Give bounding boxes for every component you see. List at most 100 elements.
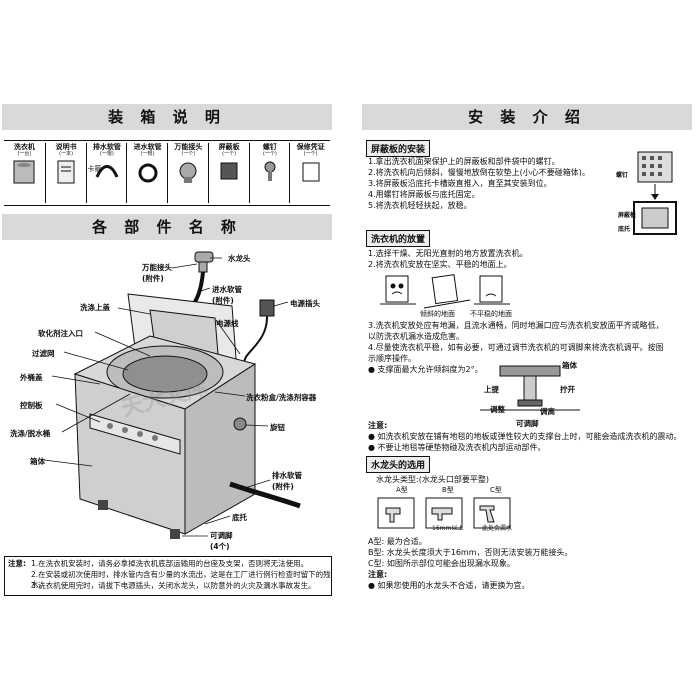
note-line: 1.在洗衣机安装时，请务必拿掉洗衣机底部运输用的台座及支架，否则将无法使用。 (31, 559, 309, 568)
packing-item: 万能接头(一个) (167, 143, 209, 203)
faucet-types-figure (377, 497, 511, 529)
faucet-type-line: 水龙头类型:(水龙头口部要平整) (376, 475, 489, 484)
note-head: 注意: (368, 570, 388, 579)
faucet-c-note: 此处会漏水 (482, 525, 513, 532)
label-softener-inlet: 软化剂注入口 (38, 329, 83, 338)
faucet-section-head: 水龙头的选用 (366, 456, 431, 473)
washing-machine-diagram (43, 251, 301, 539)
inlet-hose-icon (134, 163, 162, 191)
packing-item: 螺钉(一个) (248, 143, 291, 203)
foot-label-adjust2: 调高 (540, 407, 555, 416)
label-base: 底托 (232, 513, 247, 522)
step: 3.洗衣机安放处应有地漏，且流水通畅，同时地漏口应与洗衣机安放面平齐或略低， (368, 321, 664, 330)
packing-item: 排水软管(一根) (85, 143, 128, 203)
caption-sloped: 倾斜的地面 (420, 310, 455, 318)
step: 1.拿出洗衣机面架保护上的屏蔽板和部件袋中的螺钉。 (368, 157, 560, 166)
packing-item: 屏蔽板(一个) (207, 143, 250, 203)
packing-item-name: 保修凭证 (296, 143, 325, 151)
step: 2.将洗衣机安放在坚实、平稳的地面上。 (368, 260, 512, 269)
step: 1.选择干燥、无阳光直射的地方放置洗衣机。 (368, 249, 528, 258)
packing-title: 装 箱 说 明 (2, 104, 332, 130)
shield-plate-icon (215, 162, 243, 191)
step: 2.将洗衣机向后倾斜，慢慢地放倒在软垫上(小心不要碰箱体)。 (368, 168, 590, 177)
label-inner-tub: 洗涤/脱水桶 (10, 429, 51, 438)
placement-notes: 注意: ● 如洗衣机安放在铺有地毯的地板或弹性较大的支撑台上时，可能会造成洗衣机… (368, 420, 694, 453)
note-head: 注意: (368, 421, 388, 430)
packing-item-count: (一个) (303, 151, 318, 157)
shield-steps: 1.拿出洗衣机面架保护上的屏蔽板和部件袋中的螺钉。 2.将洗衣机向后倾斜，慢慢地… (368, 156, 630, 211)
universal-joint-icon (174, 162, 202, 191)
note: ● 如果您使用的水龙头不合适，请更换为宜。 (368, 581, 530, 590)
step: 4.用螺钉将屏蔽板与底托固定。 (368, 190, 480, 199)
drain-hose-icon (93, 165, 121, 191)
foot-label-foot: 可调脚 (516, 419, 539, 428)
packing-item-count: (一根) (99, 151, 114, 157)
packing-item-count: (一个) (262, 151, 277, 157)
packing-item-name: 进水软管 (133, 143, 162, 151)
caption-uneven: 不平稳的地面 (470, 310, 512, 318)
notes-box: 注意: 1.在洗衣机安装时，请务必拿掉洗衣机底部运输用的台座及支架，否则将无法使… (4, 556, 332, 596)
desc: C型: 如图所示部位可能会出现漏水现象。 (368, 559, 515, 568)
placement-section-head: 洗衣机的放置 (366, 230, 431, 247)
adjustable-foot-figure (480, 365, 580, 411)
packing-item-name: 万能接头 (174, 143, 203, 151)
foot-label-adjust1: 调整 (490, 405, 505, 414)
step: 4.尽量使洗衣机平稳，如有必要，可通过调节洗衣机的可调脚来将洗衣机调平。按图 (368, 343, 664, 352)
label-inlet-hose: 进水软管(附件) (212, 285, 242, 305)
shield-section-head: 屏蔽板的安装 (366, 140, 431, 157)
foot-label-up: 上提 (484, 385, 499, 394)
packing-item-name: 屏蔽板 (218, 143, 240, 151)
faucet-icon (194, 251, 214, 273)
label-lid: 洗涤上盖 (80, 303, 110, 312)
label-foot: 可调脚(4个) (210, 531, 233, 551)
note: ● 不要让地毯等硬垫物碰及洗衣机内部运动部件。 (368, 443, 546, 452)
placement-steps: 1.选择干燥、无阳光直射的地方放置洗衣机。 2.将洗衣机安放在坚实、平稳的地面上… (368, 248, 688, 270)
install-title: 安 装 介 绍 (362, 104, 692, 130)
packing-item-count: (一个) (181, 151, 196, 157)
faucet-type-a: A型 (396, 486, 408, 494)
packing-item-count: (一个) (222, 151, 237, 157)
label-drain-hose: 排水软管(附件) (272, 471, 302, 491)
foot-label-tighten: 拧开 (560, 385, 575, 394)
step: ● 支撑面最大允许倾斜度为2°。 (368, 365, 483, 374)
label-outer-tub: 外桶盖 (20, 373, 43, 382)
packing-item-name: 说明书 (55, 143, 77, 151)
washer-icon (10, 160, 38, 191)
packing-item-count: (一台) (17, 151, 32, 157)
note-line: 2.在安装或初次使用时，排水管内含有少量的水流出，这是在工厂进行例行检查时留下的… (31, 570, 331, 589)
packing-item-name: 洗衣机 (13, 143, 35, 151)
parts-title: 各 部 件 名 称 (2, 214, 332, 240)
fig-label-screw: 螺钉 (616, 172, 629, 179)
desc: B型: 水龙头长度须大于16mm，否则无法安装万能接头。 (368, 548, 573, 557)
packing-item-name: 螺钉 (262, 143, 277, 151)
manual-icon (52, 160, 80, 191)
faucet-dim: 16mm以上 (432, 525, 464, 532)
fig-label-base: 底托 (618, 226, 631, 233)
label-universal-joint: 万能接头(附件) (142, 263, 172, 283)
label-softener-box: 洗衣粉盒/洗涤剂容器 (246, 393, 317, 402)
hose-clamp-note: 卡箍 (87, 165, 102, 173)
packing-item: 进水软管(一根) (126, 143, 168, 203)
placement-figures (380, 274, 510, 309)
step: 3.将屏蔽板沿底托卡槽嵌直推入，直至其安装到位。 (368, 179, 552, 188)
packing-item: 保修凭证(一个) (289, 143, 331, 203)
faucet-type-b: B型 (442, 486, 454, 494)
fig-label-shield: 屏蔽板 (618, 212, 637, 219)
packing-item: 洗衣机(一台) (4, 143, 45, 203)
placement-steps-2: 3.洗衣机安放处应有地漏，且流水通畅，同时地漏口应与洗衣机安放面平齐或略低， 以… (368, 320, 694, 375)
packing-item-count: (一根) (140, 151, 155, 157)
label-control-panel: 控制板 (20, 401, 43, 410)
label-plug: 电源插头 (290, 299, 320, 308)
label-knob: 旋钮 (270, 423, 285, 432)
label-power-cord: 电源线 (216, 319, 239, 328)
shield-install-figure (633, 151, 677, 235)
notes-title: 注意: (8, 559, 26, 568)
faucet-type-c: C型 (490, 486, 502, 494)
label-cabinet: 箱体 (30, 457, 45, 466)
packing-item-name: 排水软管 (92, 143, 121, 151)
step: 5.将洗衣机轻轻扶起，放稳。 (368, 201, 472, 210)
note-line: 3.洗衣机使用完时，请拔下电源插头，关闭水龙头，以防意外的火灾及漏水事故发生。 (31, 581, 316, 590)
step: 示顺序操作。 (368, 354, 416, 363)
step: 以防洗衣机漏水造成危害。 (368, 332, 464, 341)
packing-grid: 洗衣机(一台)说明书(一本)排水软管(一根)进水软管(一根)万能接头(一个)屏蔽… (4, 140, 330, 206)
